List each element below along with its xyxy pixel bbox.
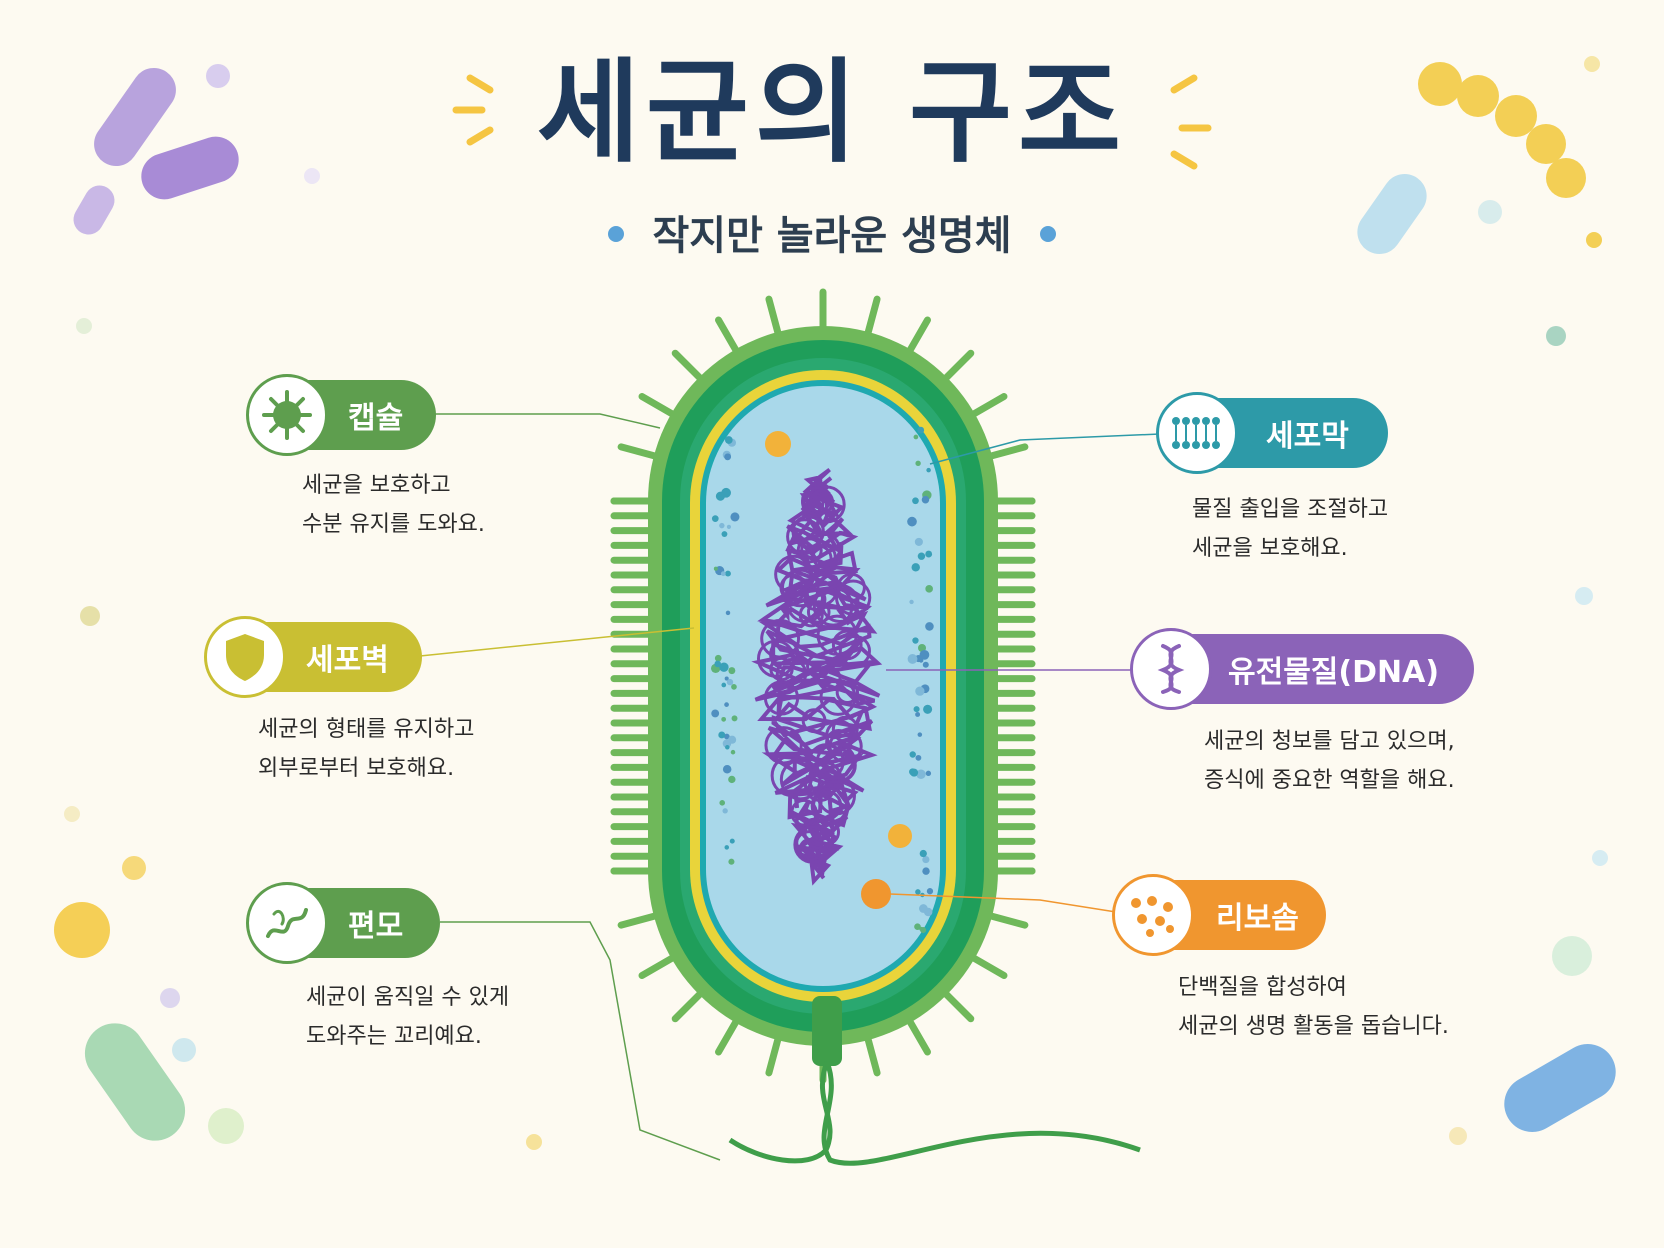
flagellum-desc-line-2: 도와주는 꼬리예요.	[306, 1024, 482, 1049]
cell-wall-leader	[419, 627, 695, 657]
green-bacterium-icon	[84, 1023, 186, 1141]
dna-desc-line-1: 세균의 청보를 담고 있으며,	[1204, 729, 1455, 754]
bullet-dot-right	[1039, 226, 1056, 242]
virus-icon	[246, 374, 328, 456]
cell-membrane-desc-line-1: 물질 출입을 조절하고	[1192, 497, 1389, 522]
cell-membrane-description: 물질 출입을 조절하고 세균을 보호해요.	[1192, 490, 1388, 568]
dna-label: 유전물질(DNA)	[1130, 628, 1474, 710]
capsule-name: 캡슐	[348, 401, 404, 436]
flagellum-base	[812, 996, 842, 1066]
flagellum-label: 편모	[246, 882, 440, 964]
flagellum-description: 세균이 움직일 수 있게 도와주는 꼬리예요.	[306, 978, 509, 1056]
flagellum-leader	[440, 921, 721, 1161]
cell-wall-desc-line-2: 외부로부터 보호해요.	[258, 756, 455, 781]
ribosome-blob	[861, 879, 891, 909]
capsule-desc-line-1: 세균을 보호하고	[302, 473, 451, 498]
cell-membrane-leader	[929, 433, 1161, 465]
cell-membrane-name: 세포막	[1266, 419, 1349, 454]
dna-icon	[1130, 628, 1212, 710]
dna-coil-icon	[751, 467, 883, 886]
ribosome-label: 리보솜	[1112, 874, 1326, 956]
dna-description: 세균의 청보를 담고 있으며, 증식에 중요한 역할을 해요.	[1204, 722, 1455, 800]
dots-icon	[1112, 874, 1194, 956]
capsule-desc-line-2: 수분 유지를 도와요.	[302, 512, 485, 537]
flagellum-strand-2	[821, 1061, 1141, 1166]
blue-bacterium-icon-2	[1504, 1044, 1616, 1132]
subtitle-text: 작지만 놀라운 생명체	[652, 213, 1012, 259]
capsule-label: 캡슐	[246, 374, 436, 456]
cell-wall-label: 세포벽	[204, 616, 422, 698]
ribosome-name: 리보솜	[1216, 901, 1299, 936]
cell-wall-description: 세균의 형태를 유지하고 외부로부터 보호해요.	[258, 710, 474, 788]
bullet-dot-left	[608, 226, 625, 242]
pili-icon	[610, 288, 1036, 1084]
title-sparkle-left	[452, 74, 494, 146]
capsule-leader	[434, 413, 661, 429]
cytoplasm-inclusions	[711, 426, 934, 934]
ribosome-desc-line-2: 세균의 생명 활동을 돕습니다.	[1178, 1014, 1449, 1039]
yellow-chain-bacterium-icon	[1418, 56, 1602, 248]
cell-membrane-label: 세포막	[1156, 392, 1388, 474]
flagellum-desc-line-1: 세균이 움직일 수 있게	[306, 985, 510, 1010]
squiggle-icon	[246, 882, 328, 964]
page-title: 세균의 구조	[536, 48, 1128, 178]
flagellum-name: 편모	[348, 909, 404, 944]
cell-wall-desc-line-1: 세균의 형태를 유지하고	[258, 717, 475, 742]
dna-desc-line-2: 증식에 중요한 역할을 해요.	[1204, 768, 1455, 793]
blue-bacterium-icon	[1357, 173, 1427, 255]
cell-wall-name: 세포벽	[306, 643, 389, 678]
title-sparkle-right	[1170, 74, 1212, 170]
ribosome-description: 단백질을 합성하여 세균의 생명 활동을 돕습니다.	[1178, 968, 1449, 1046]
granule-yellow	[765, 431, 791, 457]
ribosome-leader	[889, 893, 1117, 913]
dna-name: 유전물질(DNA)	[1228, 655, 1440, 690]
purple-bacterium-icon	[73, 64, 320, 235]
capsule-description: 세균을 보호하고 수분 유지를 도와요.	[302, 466, 485, 544]
granule-yellow-2	[888, 824, 912, 848]
membrane-icon	[1156, 392, 1238, 474]
ribosome-desc-line-1: 단백질을 합성하여	[1178, 975, 1347, 1000]
shield-icon	[204, 616, 286, 698]
cell-membrane-desc-line-2: 세균을 보호해요.	[1192, 536, 1348, 561]
page-subtitle: 작지만 놀라운 생명체	[0, 212, 1664, 260]
